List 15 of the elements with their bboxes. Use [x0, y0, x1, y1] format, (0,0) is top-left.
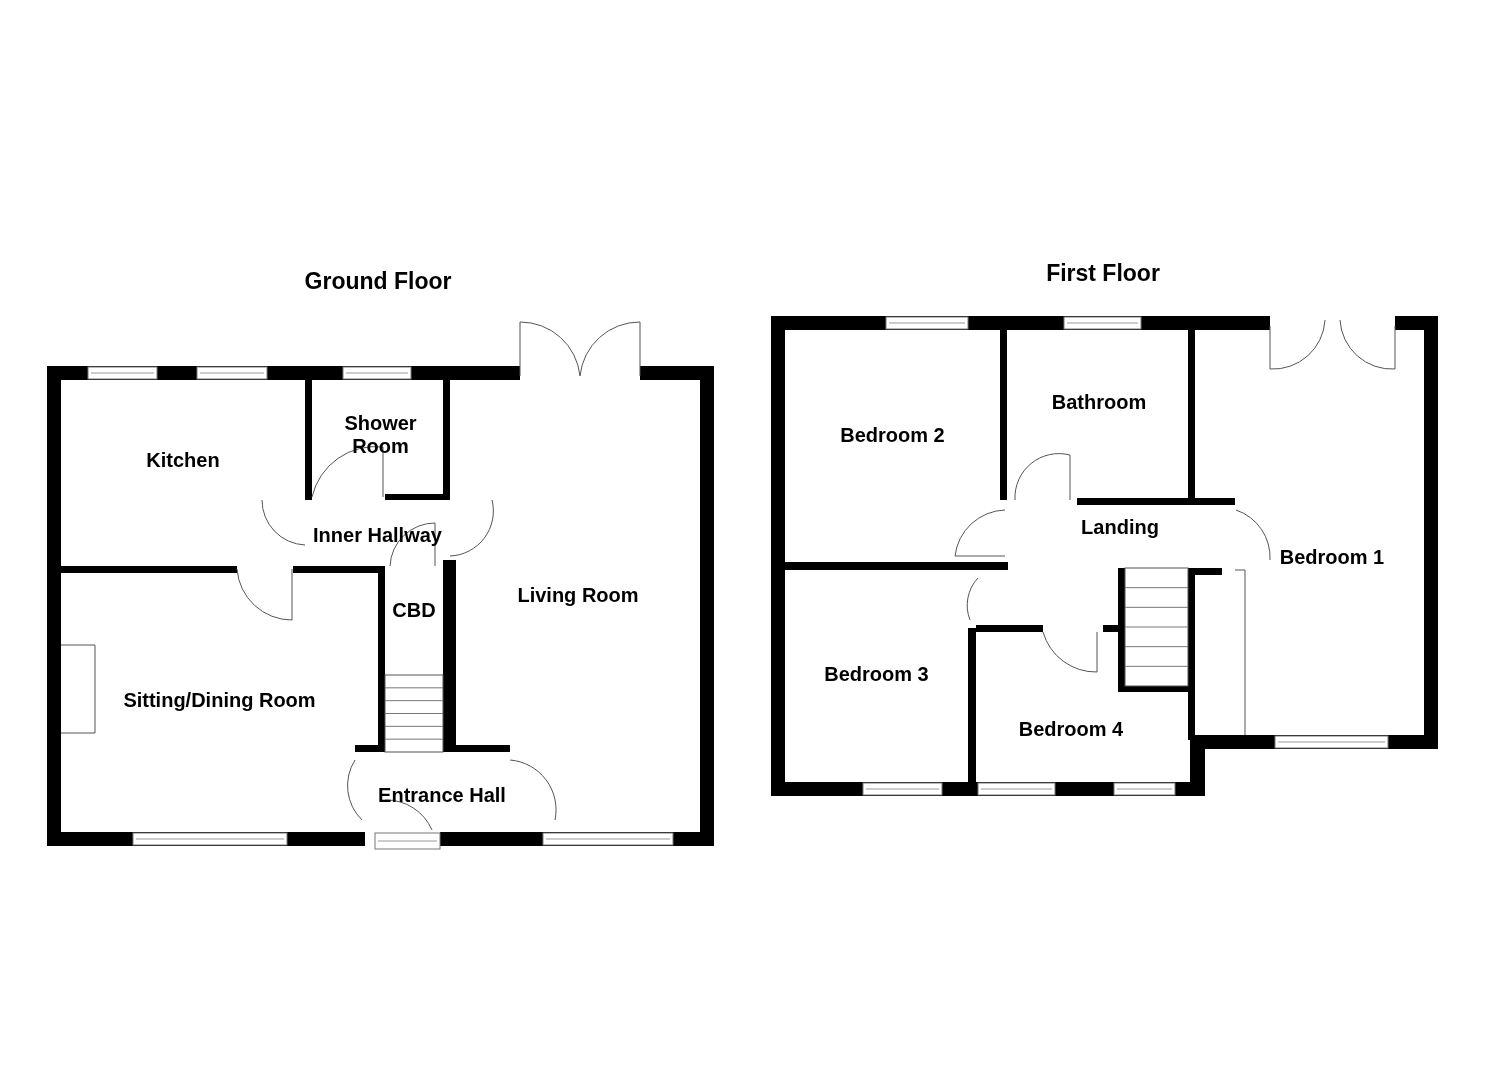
room-label: Sitting/Dining Room [123, 688, 316, 712]
floor-heading: First Floor [1046, 260, 1160, 287]
room-label: CBD [392, 598, 436, 622]
room-label: Bedroom 2 [840, 423, 945, 447]
room-label: Bedroom 3 [824, 663, 929, 686]
room-label: Bedroom 4 [1018, 717, 1124, 741]
room-label: Bedroom 1 [1279, 546, 1385, 569]
room-label: Shower Room [343, 412, 418, 458]
room-label: Living Room [517, 583, 639, 607]
room-label: Landing [1081, 516, 1159, 539]
room-label: Inner Hallway [313, 523, 442, 547]
floor-heading: Ground Floor [304, 268, 452, 295]
room-label: Bathroom [1051, 391, 1147, 414]
room-label: Entrance Hall [378, 783, 506, 807]
room-label: Kitchen [146, 448, 220, 472]
